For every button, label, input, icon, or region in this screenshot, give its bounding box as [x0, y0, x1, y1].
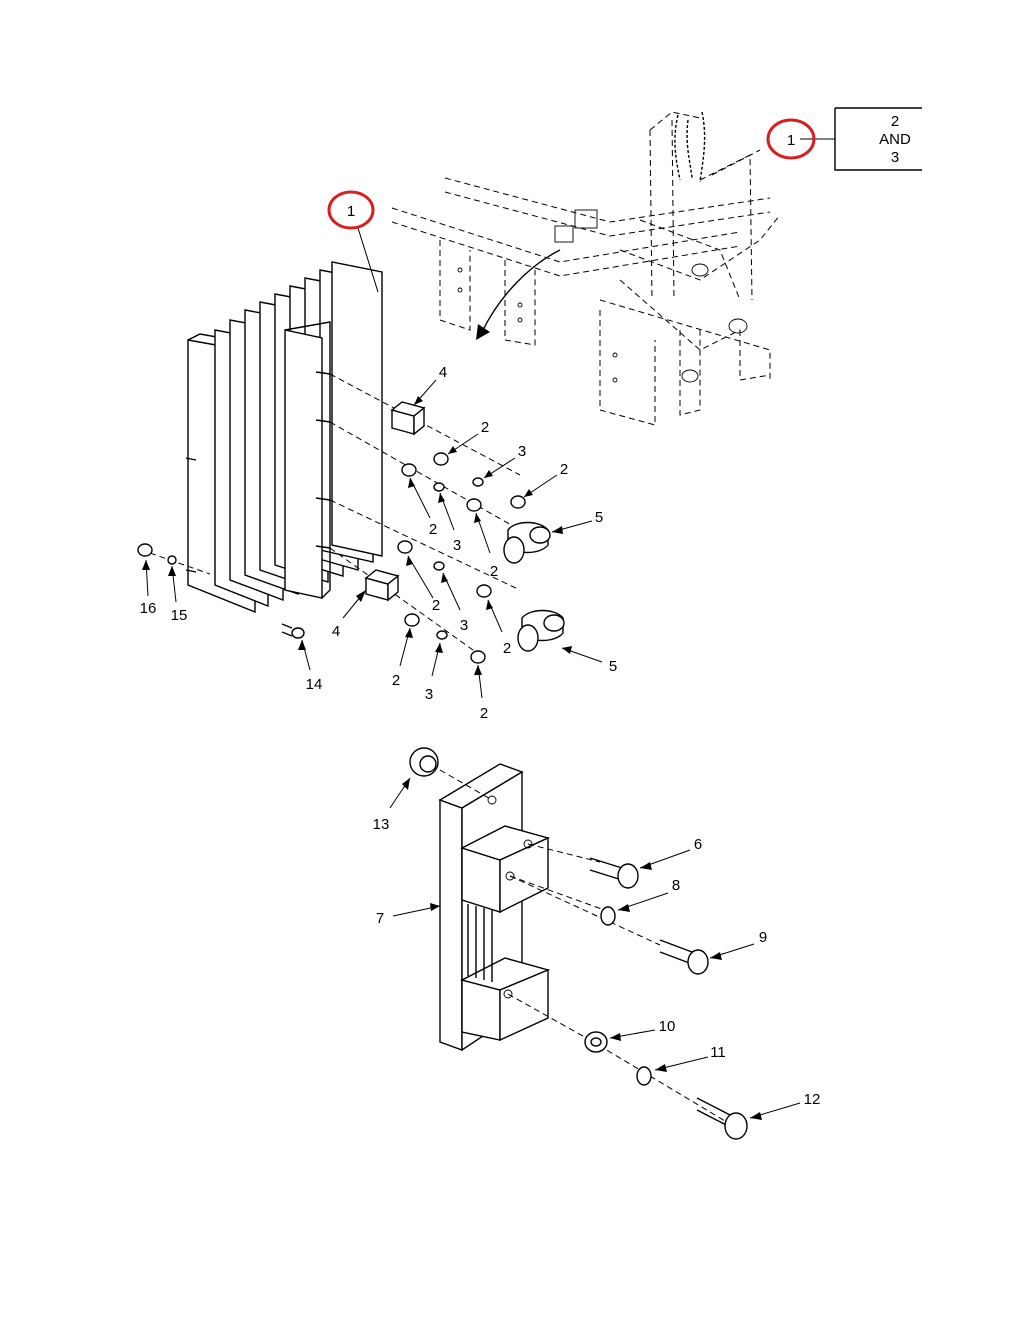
reference-circled-label: 1 [787, 132, 795, 149]
callout-2g: 2 [392, 672, 400, 689]
callout-3b: 3 [453, 537, 461, 554]
callout-14: 14 [306, 676, 323, 693]
callout-3d: 3 [425, 686, 433, 703]
callout-3a: 3 [518, 443, 526, 460]
callout-10: 10 [659, 1018, 676, 1035]
callout-2b: 2 [560, 461, 568, 478]
reference-box-bottom: 3 [891, 149, 899, 166]
nuts-washers [137, 452, 526, 664]
location-arrow [481, 249, 561, 333]
callout-2h: 2 [480, 705, 488, 722]
vehicle-frame-phantom [391, 111, 781, 426]
reference-box-mid: AND [879, 131, 911, 148]
callout-2e: 2 [432, 597, 440, 614]
hardware-axes [149, 373, 521, 656]
callout-2f: 2 [503, 640, 511, 657]
callout-4a: 4 [439, 364, 447, 381]
callout-5a: 5 [595, 509, 603, 526]
callout-13: 13 [373, 816, 390, 833]
leader-arrowheads [142, 396, 762, 1120]
callout-15: 15 [171, 607, 188, 624]
callout-2c: 2 [429, 521, 437, 538]
callout-2a: 2 [481, 419, 489, 436]
item-1-highlight-ring [327, 190, 375, 230]
callout-6: 6 [694, 836, 702, 853]
callout-16: 16 [140, 600, 157, 617]
callout-12: 12 [804, 1091, 821, 1108]
bracket-lower [364, 569, 400, 602]
shunt-assembly [409, 747, 748, 1140]
reference-box-top: 2 [891, 113, 899, 130]
heat-sink-assembly: 1 [185, 190, 383, 614]
callout-5b: 5 [609, 658, 617, 675]
reference-box-frame [834, 107, 922, 171]
screw-14 [281, 623, 305, 639]
bracket-upper [390, 401, 426, 436]
tee-fittings [503, 521, 565, 652]
item-1-label: 1 [347, 203, 355, 220]
callout-7: 7 [376, 910, 384, 927]
callout-11: 11 [710, 1044, 726, 1061]
callout-9: 9 [759, 929, 767, 946]
reference-highlight-ring [766, 118, 816, 160]
callout-4b: 4 [332, 623, 340, 640]
reference-box: 2 AND 3 1 [766, 107, 922, 171]
callout-2d: 2 [490, 563, 498, 580]
callout-8: 8 [672, 877, 680, 894]
callout-3c: 3 [460, 617, 468, 634]
